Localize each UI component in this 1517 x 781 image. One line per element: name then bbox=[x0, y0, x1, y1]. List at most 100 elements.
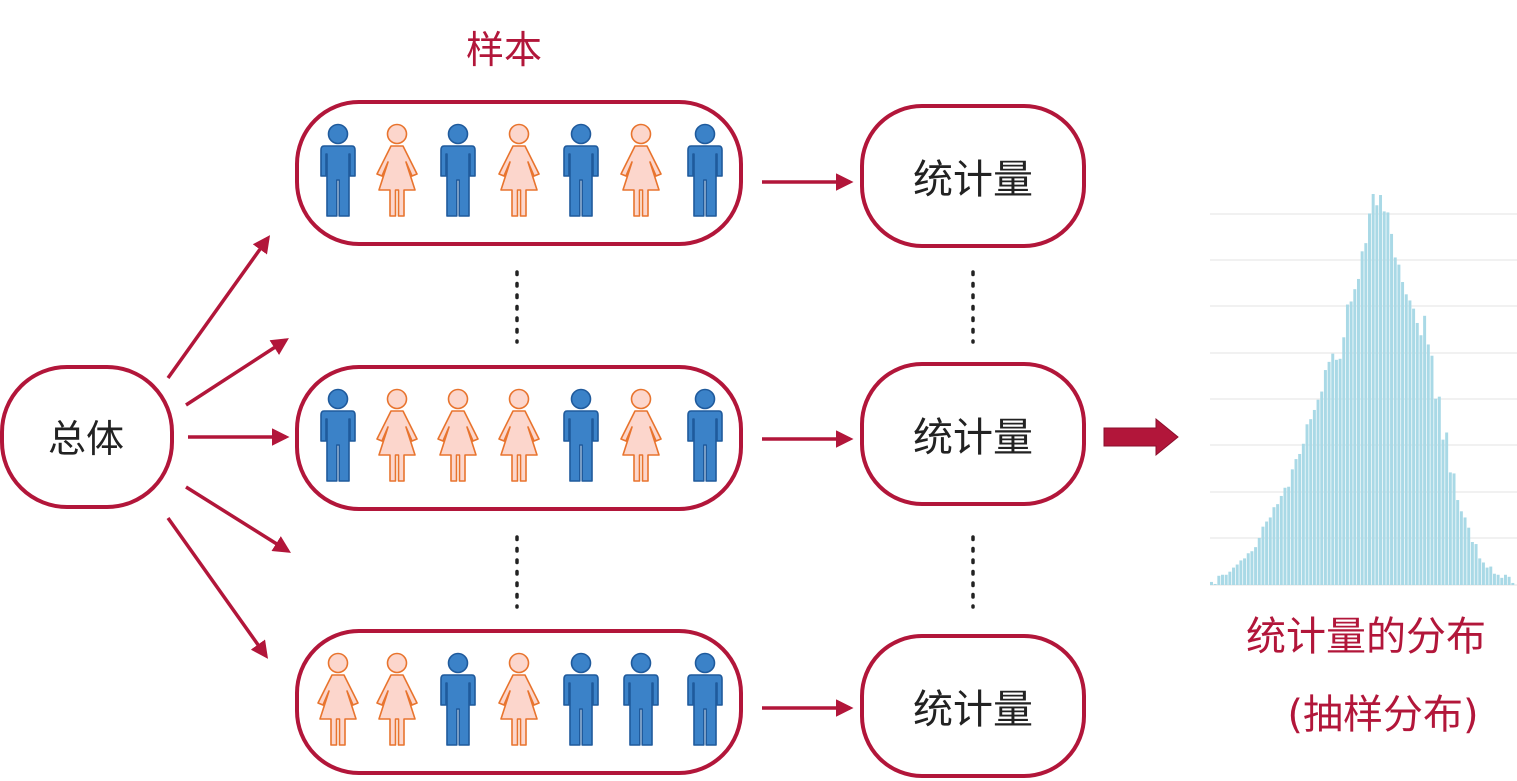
histogram-bar bbox=[1298, 453, 1302, 585]
histogram-bar bbox=[1393, 257, 1397, 585]
histogram-bar bbox=[1272, 507, 1276, 585]
histogram-bar bbox=[1232, 567, 1236, 585]
arrow-to-distribution bbox=[1103, 417, 1179, 457]
male-person-icon bbox=[440, 652, 476, 746]
histogram-bar bbox=[1228, 571, 1232, 585]
histogram-bar bbox=[1342, 337, 1346, 585]
histogram-bar bbox=[1478, 558, 1482, 585]
statistic-label-2: 统计量 bbox=[913, 415, 1033, 461]
histogram-bar bbox=[1434, 398, 1438, 585]
histogram-bar bbox=[1404, 294, 1408, 585]
histogram-bar bbox=[1217, 575, 1221, 585]
histogram-bar bbox=[1371, 194, 1375, 585]
histogram-bar bbox=[1235, 564, 1239, 585]
distribution-label: 统计量的分布 bbox=[1246, 614, 1486, 660]
male-person-icon bbox=[563, 388, 599, 482]
histogram-bar bbox=[1265, 521, 1269, 585]
histogram-bar bbox=[1316, 399, 1320, 585]
female-person-icon bbox=[620, 123, 662, 217]
histogram-bar bbox=[1437, 396, 1441, 585]
sampling-distribution-label: (抽样分布) bbox=[1287, 692, 1478, 738]
male-person-icon bbox=[687, 123, 723, 217]
arrow-to-sample-5 bbox=[166, 516, 269, 659]
histogram-bar bbox=[1408, 300, 1412, 585]
statistic-node-1: 统计量 bbox=[860, 104, 1086, 248]
histogram-bar bbox=[1360, 251, 1364, 585]
female-person-icon bbox=[498, 388, 540, 482]
male-person-icon bbox=[687, 652, 723, 746]
statistic-node-3: 统计量 bbox=[860, 634, 1086, 778]
histogram-bar bbox=[1250, 551, 1254, 585]
histogram-bar bbox=[1375, 205, 1379, 585]
statistic-label-1: 统计量 bbox=[913, 157, 1033, 203]
sample-box-2 bbox=[295, 365, 743, 511]
population-node: 总体 bbox=[0, 365, 174, 509]
histogram-bar bbox=[1368, 213, 1371, 585]
male-person-icon bbox=[687, 388, 723, 482]
histogram-bar bbox=[1390, 233, 1394, 586]
female-person-icon bbox=[376, 388, 418, 482]
male-person-icon bbox=[563, 652, 599, 746]
histogram-bar bbox=[1507, 576, 1511, 585]
histogram-bars bbox=[1210, 194, 1515, 586]
histogram-bar bbox=[1327, 361, 1331, 585]
histogram-bar bbox=[1401, 282, 1405, 585]
histogram-bar bbox=[1452, 473, 1456, 585]
histogram-bar bbox=[1312, 409, 1316, 585]
histogram-bar bbox=[1276, 504, 1280, 585]
histogram-bar bbox=[1246, 553, 1250, 585]
histogram-bar bbox=[1386, 212, 1390, 586]
histogram-bar bbox=[1239, 560, 1243, 585]
sample-box-1 bbox=[295, 100, 743, 246]
histogram-bar bbox=[1485, 567, 1489, 585]
statistic-label-3: 统计量 bbox=[913, 687, 1033, 733]
histogram-bar bbox=[1496, 574, 1500, 585]
arrow-to-sample-2 bbox=[185, 338, 289, 407]
histogram-bar bbox=[1224, 574, 1228, 585]
histogram-bar bbox=[1448, 472, 1452, 585]
histogram-bar bbox=[1415, 322, 1419, 585]
histogram-bar bbox=[1268, 517, 1272, 585]
histogram-bar bbox=[1481, 562, 1485, 585]
female-person-icon bbox=[498, 652, 540, 746]
male-person-icon bbox=[320, 123, 356, 217]
histogram-bar bbox=[1210, 581, 1213, 585]
male-person-icon bbox=[440, 123, 476, 217]
histogram-bar bbox=[1279, 495, 1283, 585]
histogram-bar bbox=[1309, 419, 1313, 585]
histogram-bar bbox=[1364, 243, 1368, 585]
histogram-bar bbox=[1243, 558, 1247, 585]
sample-box-3 bbox=[295, 629, 743, 775]
male-person-icon bbox=[563, 123, 599, 217]
histogram-bar bbox=[1463, 517, 1467, 585]
histogram-bar bbox=[1470, 542, 1474, 585]
sample-title: 样本 bbox=[466, 28, 542, 72]
population-label: 总体 bbox=[48, 417, 124, 461]
arrow-to-sample-4 bbox=[185, 485, 291, 553]
histogram-bar bbox=[1301, 443, 1305, 585]
histogram-bar bbox=[1323, 370, 1327, 585]
histogram-bar bbox=[1441, 439, 1445, 585]
histogram-bar bbox=[1456, 500, 1460, 585]
histogram-bar bbox=[1489, 566, 1493, 585]
sampling-distribution-histogram bbox=[1210, 194, 1517, 586]
histogram-bar bbox=[1430, 355, 1434, 585]
histogram-bar bbox=[1287, 486, 1291, 585]
histogram-bar bbox=[1382, 211, 1386, 585]
histogram-bar bbox=[1511, 582, 1515, 585]
female-person-icon bbox=[437, 388, 479, 482]
histogram-bar bbox=[1320, 391, 1324, 585]
histogram-bar bbox=[1261, 526, 1265, 585]
female-person-icon bbox=[498, 123, 540, 217]
population-arrows bbox=[166, 235, 291, 659]
histogram-bar bbox=[1426, 344, 1430, 585]
histogram-bar bbox=[1467, 527, 1471, 585]
female-person-icon bbox=[317, 652, 359, 746]
histogram-bar bbox=[1397, 264, 1401, 585]
histogram-bar bbox=[1283, 487, 1287, 585]
histogram-bar bbox=[1345, 304, 1349, 585]
histogram-bar bbox=[1290, 469, 1294, 585]
histogram-bar bbox=[1221, 574, 1224, 585]
female-person-icon bbox=[376, 652, 418, 746]
